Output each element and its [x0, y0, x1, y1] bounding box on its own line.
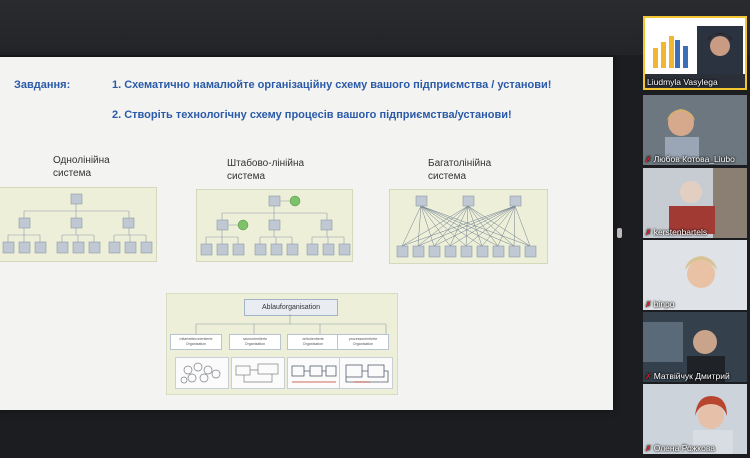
- process-flow-image: [339, 357, 393, 389]
- ablauforganisation-box: Ablauforganisation: [244, 299, 338, 316]
- staff-line-diagram: [196, 189, 353, 262]
- multi-line-system-title: Багатолінійна система: [428, 158, 492, 182]
- slide-scroll-handle[interactable]: [617, 228, 622, 238]
- participant-1-avatar: [649, 26, 743, 78]
- room-layout-image: [231, 357, 285, 389]
- mic-muted-icon: ✗: [645, 228, 652, 237]
- participant-5-name: ✗Матвійчук Дмитрий: [645, 371, 730, 381]
- participant-tile-5[interactable]: ✗Матвійчук Дмитрий: [643, 312, 747, 382]
- participant-tile-3[interactable]: ✗kerstenbartels: [643, 168, 747, 238]
- mic-muted-icon: ✗: [645, 300, 652, 309]
- mic-muted-icon: ✗: [645, 444, 652, 453]
- ablauf-connectors: [195, 314, 387, 334]
- participant-4-name: ✗binpo: [645, 299, 675, 309]
- people-cluster-image: [175, 357, 229, 389]
- participant-6-avatar: [643, 384, 747, 454]
- mic-muted-icon: ✗: [645, 155, 652, 164]
- mic-muted-icon: ✗: [645, 372, 652, 381]
- participant-tile-1[interactable]: Liudmyla Vasylega: [643, 16, 747, 90]
- task-label: Завдання:: [14, 79, 71, 91]
- participant-3-avatar: [643, 168, 747, 238]
- meeting-top-bar: [0, 0, 750, 55]
- participant-6-name: ✗Олена Рожкова: [645, 443, 715, 453]
- multi-line-diagram: [389, 189, 548, 264]
- participant-tile-4[interactable]: ✗binpo: [643, 240, 747, 310]
- single-line-tree-graphic: [2, 193, 153, 254]
- task-1-text: 1. Схематично намалюйте організаційну сх…: [112, 79, 552, 91]
- single-line-diagram: [0, 187, 157, 262]
- participant-3-name: ✗kerstenbartels: [645, 227, 708, 237]
- participant-1-name: Liudmyla Vasylega: [647, 77, 718, 87]
- participant-4-avatar: [643, 240, 747, 310]
- staff-line-system-title: Штабово-лінійна система: [227, 158, 305, 182]
- staff-line-tree-graphic: [200, 195, 351, 256]
- participant-tile-6[interactable]: ✗Олена Рожкова: [643, 384, 747, 454]
- time-flow-image: [287, 357, 341, 389]
- participants-video-strip: Liudmyla Vasylega ✗Любов Котова_Liubo ✗k…: [636, 0, 750, 458]
- shared-screen-slide: Завдання: 1. Схематично намалюйте органі…: [0, 57, 613, 410]
- participant-2-name: ✗Любов Котова_Liubo: [645, 154, 735, 164]
- participant-2-avatar: [643, 95, 747, 165]
- single-line-system-title: Однолінійна система: [53, 155, 110, 179]
- task-2-text: 2. Створіть технологічну схему процесів …: [112, 109, 512, 121]
- participant-5-avatar: [643, 312, 747, 382]
- participant-tile-2[interactable]: ✗Любов Котова_Liubo: [643, 95, 747, 165]
- multi-line-network-graphic: [396, 195, 537, 258]
